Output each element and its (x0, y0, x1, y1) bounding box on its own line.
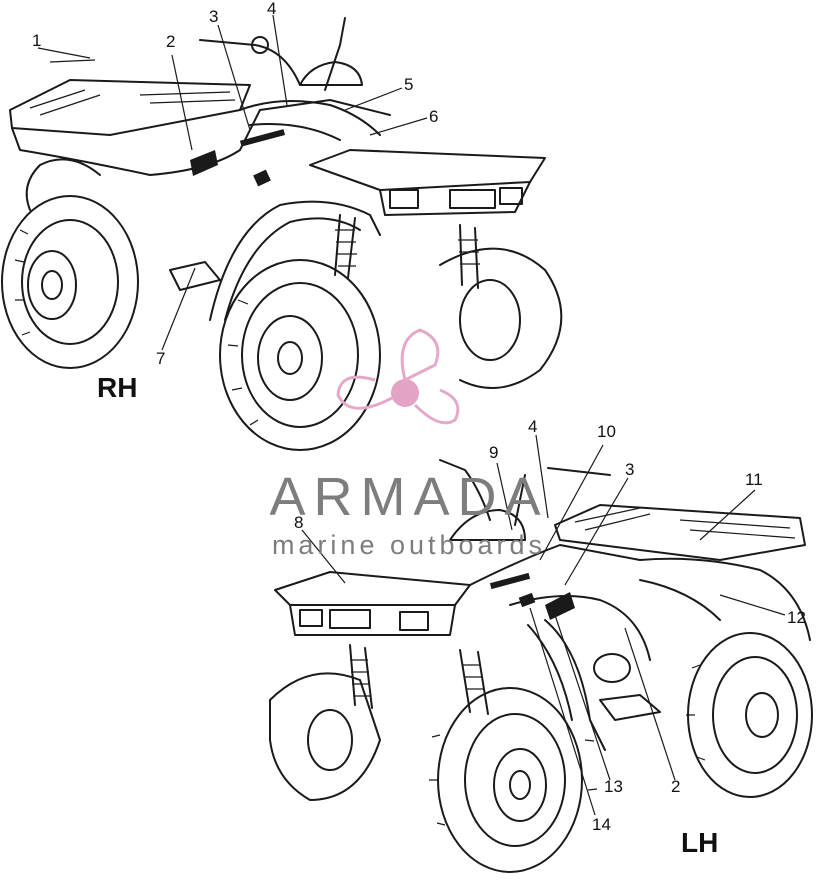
rh-view-label: RH (97, 372, 138, 403)
callout-7-rh: 7 (156, 349, 166, 368)
atv-rh-view (1, 14, 563, 451)
lh-view-label: LH (681, 827, 719, 858)
callout-14-lh: 14 (592, 815, 611, 834)
callout-4-lh: 4 (528, 417, 538, 436)
callout-2-rh: 2 (166, 32, 176, 51)
callout-8-lh: 8 (294, 513, 304, 532)
callout-4-rh: 4 (267, 0, 277, 18)
callout-10-lh: 10 (597, 422, 616, 441)
callout-9-lh: 9 (489, 443, 499, 462)
callout-1-rh: 1 (32, 31, 42, 50)
atv-lh-view (269, 434, 813, 873)
watermark-tagline: marine outboards (271, 530, 547, 560)
watermark-propeller-icon (336, 328, 460, 425)
callout-13-lh: 13 (604, 777, 623, 796)
callout-12-lh: 12 (787, 608, 806, 627)
callout-11-lh: 11 (745, 470, 763, 489)
watermark-brand-name: ARMADA (269, 467, 549, 527)
callout-3-lh: 3 (625, 460, 635, 479)
callout-3-rh: 3 (209, 7, 219, 26)
callout-2-lh: 2 (671, 777, 681, 796)
callout-5-rh: 5 (404, 75, 414, 94)
callout-6-rh: 6 (429, 107, 439, 126)
